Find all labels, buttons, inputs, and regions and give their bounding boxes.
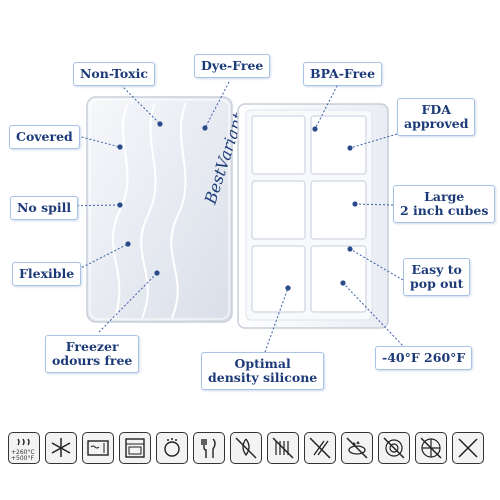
no-open-flame-icon [230, 432, 262, 464]
no-gas-stove-icon [341, 432, 373, 464]
leader-dots [117, 121, 358, 291]
no-direct-heat-icon [452, 432, 484, 464]
food-safe-icon [193, 432, 225, 464]
microwave-icon [82, 432, 114, 464]
oven-icon [119, 432, 151, 464]
dishwasher-icon [156, 432, 188, 464]
usage-icons-row: +260°C +500°F [8, 432, 492, 470]
temperature-range-icon: +260°C +500°F [8, 432, 40, 464]
callout-bpa-free: BPA-Free [303, 62, 383, 86]
callout-temperature: -40°F 260°F [375, 346, 473, 370]
callout-covered: Covered [9, 125, 80, 149]
no-fan-icon [415, 432, 447, 464]
ice-tray [237, 103, 389, 329]
callout-dye-free: Dye-Free [194, 54, 271, 78]
callout-non-toxic: Non-Toxic [73, 62, 155, 86]
no-knife-icon [304, 432, 336, 464]
callout-no-spill: No spill [10, 196, 79, 220]
freezer-icon [45, 432, 77, 464]
callout-flexible: Flexible [12, 262, 82, 286]
no-stovetop-icon [378, 432, 410, 464]
lid: BestVariant [86, 96, 248, 323]
no-grill-icon [267, 432, 299, 464]
